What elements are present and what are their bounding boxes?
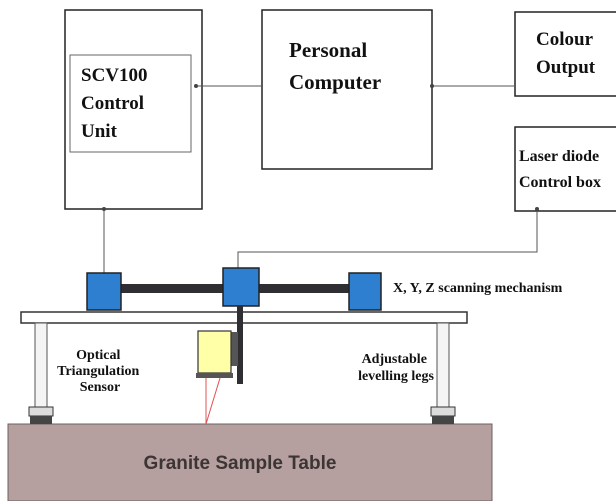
- right-leg: [430, 322, 456, 424]
- computer-line-2: Computer: [289, 70, 381, 94]
- svg-text:Adjustable levelling legs: Adjustable levelling legs: [358, 352, 434, 384]
- connection-lines: [103, 85, 538, 273]
- left-leg: [28, 322, 54, 424]
- control-unit-line-3: Unit: [81, 121, 118, 142]
- laser-box-line-2: Control box: [519, 174, 601, 191]
- link-dot-control: [194, 84, 198, 88]
- svg-text:Colour Output: Colour Output: [536, 29, 597, 78]
- legs-label-line-1: Adjustable: [362, 352, 427, 367]
- svg-text:Laser diode Control box: Laser diode Control box: [519, 148, 603, 191]
- scanning-mechanism-label: X, Y, Z scanning mechanism: [393, 281, 563, 296]
- colour-output-line-1: Colour: [536, 29, 594, 50]
- granite-table-label: Granite Sample Table: [144, 453, 337, 474]
- sensor-label-line-1: Optical: [76, 348, 120, 363]
- optical-sensor-body: [197, 330, 232, 374]
- motor-center: [222, 267, 260, 307]
- sensor-label-line-3: Sensor: [80, 380, 120, 395]
- laser-box-line-1: Laser diode: [519, 148, 599, 165]
- sensor-label-line-2: Triangulation: [57, 364, 139, 379]
- control-unit-line-2: Control: [81, 93, 144, 114]
- computer-box: [261, 9, 433, 170]
- optical-sensor-base: [196, 373, 233, 378]
- laser-beams: [205, 377, 221, 425]
- motor-left: [86, 272, 122, 311]
- control-unit-line-1: SCV100: [81, 65, 148, 86]
- colour-output-box: [514, 11, 616, 97]
- svg-text:SCV100 Control Unit: SCV100 Control Unit: [81, 65, 152, 142]
- link-laser-to-center-motor: [237, 211, 538, 268]
- svg-text:Optical Triangulation: Optical Triangulation Sensor: [57, 348, 143, 395]
- computer-line-1: Personal: [289, 38, 367, 62]
- control-unit-panel: [69, 54, 192, 153]
- colour-output-line-2: Output: [536, 57, 596, 78]
- link-dot-computer-out: [430, 84, 434, 88]
- granite-table: [7, 423, 493, 501]
- svg-text:Personal Computer: Personal Computer: [289, 38, 381, 94]
- laser-control-box: [514, 126, 616, 212]
- link-dot-laser: [535, 207, 539, 211]
- legs-label-line-2: levelling legs: [358, 369, 434, 384]
- sensor-bracket: [230, 332, 238, 366]
- link-dot-control-bottom: [102, 207, 106, 211]
- frame-plate: [20, 311, 468, 324]
- motor-right: [348, 272, 382, 311]
- z-axis-shaft: [237, 306, 243, 384]
